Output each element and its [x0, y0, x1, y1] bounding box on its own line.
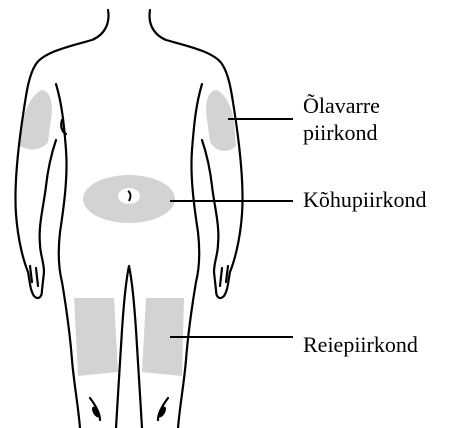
left-torso-side — [56, 84, 80, 428]
knee-marks — [90, 405, 167, 418]
right-torso-side — [178, 84, 202, 428]
upper-arm-label-line-1: Õlavarre — [303, 92, 380, 119]
inner-legs — [116, 266, 142, 428]
right-hand-fingers — [220, 266, 228, 286]
thigh-region-label: Reiepiirkond — [303, 331, 418, 358]
injection-zones — [20, 90, 236, 376]
abdomen-region-label: Kõhupiirkond — [303, 186, 426, 213]
left-thigh-zone — [74, 298, 118, 376]
leader-lines — [170, 119, 293, 337]
upper-arm-region-label: Õlavarre piirkond — [303, 92, 380, 146]
left-hand-fingers — [30, 266, 38, 286]
navel — [118, 188, 140, 204]
left-body-contour — [15, 10, 108, 298]
upper-arm-label-line-2: piirkond — [303, 119, 380, 146]
right-body-contour — [150, 10, 243, 298]
